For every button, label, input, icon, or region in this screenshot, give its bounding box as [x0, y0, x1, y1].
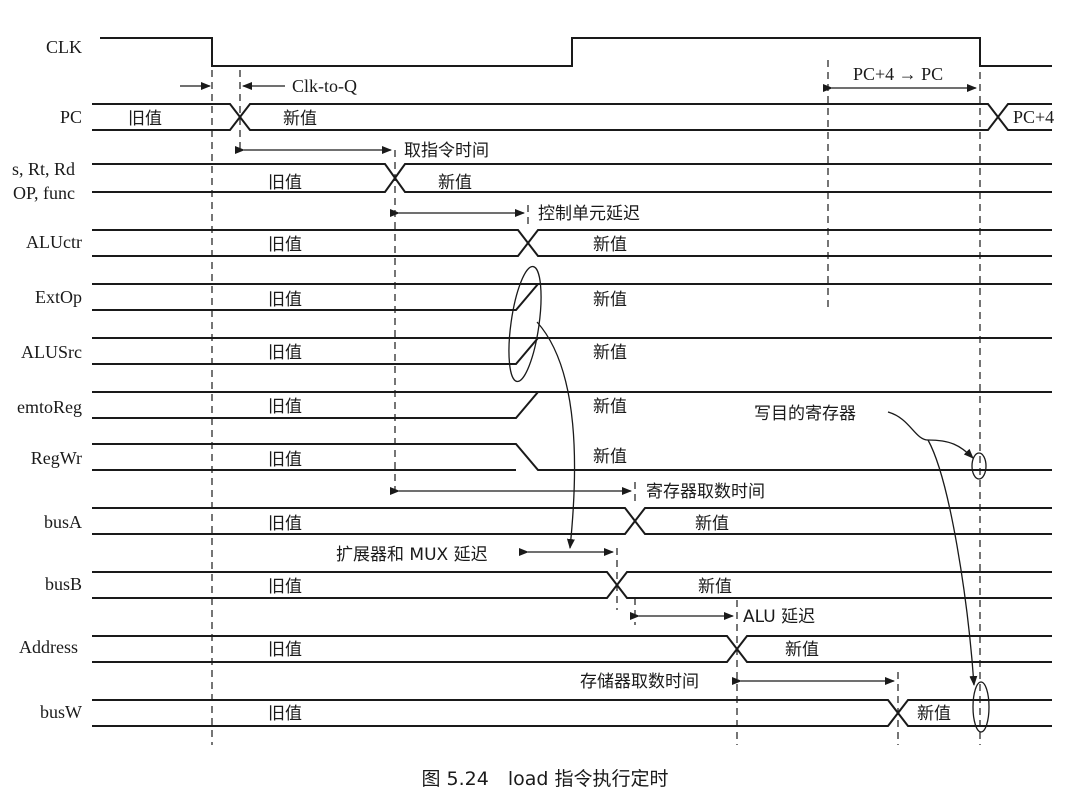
- fields-new-value: 新值: [438, 173, 472, 193]
- alusrc-old-value: 旧值: [268, 343, 302, 363]
- regfile-time-annotation: 寄存器取数时间: [390, 482, 765, 502]
- busb-old-value: 旧值: [268, 577, 302, 597]
- extop-row: ExtOp 旧值 新值: [35, 283, 1052, 311]
- clk-to-q-label: Clk-to-Q: [292, 76, 357, 96]
- pc-plus4-annotation: PC+4 → PC: [823, 64, 977, 92]
- regwr-write-ellipse: [971, 452, 987, 480]
- signal-label-busb: busB: [45, 574, 82, 594]
- address-old-value: 旧值: [268, 640, 302, 660]
- memtoreg-row: emtoReg 旧值 新值: [17, 391, 1052, 419]
- signal-label-memtoreg: emtoReg: [17, 397, 82, 417]
- signal-label-regwr: RegWr: [31, 448, 82, 468]
- clk-waveform: [100, 37, 1052, 67]
- address-new-value: 新值: [785, 640, 819, 660]
- regwr-row: RegWr 旧值 新值: [31, 443, 1052, 471]
- alusrc-new-value: 新值: [593, 343, 627, 363]
- signal-label-busa: busA: [44, 512, 82, 532]
- signal-label-extop: ExtOp: [35, 287, 82, 307]
- signal-label-rs-rt-rd: s, Rt, Rd: [12, 159, 75, 179]
- busw-old-value: 旧值: [268, 704, 302, 724]
- memory-time-label: 存储器取数时间: [580, 672, 699, 692]
- extop-new-value: 新值: [593, 290, 627, 310]
- control-delay-annotation: 控制单元延迟: [390, 204, 640, 224]
- busw-write-ellipse: [972, 681, 990, 733]
- fetch-time-label: 取指令时间: [404, 141, 489, 161]
- aluctr-old-value: 旧值: [268, 235, 302, 255]
- pc-row: PC 旧值 新值 PC+4: [60, 103, 1054, 131]
- alusrc-row: ALUSrc 旧值 新值: [21, 337, 1052, 365]
- fields-old-value: 旧值: [268, 173, 302, 193]
- pc-plus4-label: PC+4 → PC: [853, 64, 943, 84]
- regfile-time-label: 寄存器取数时间: [646, 482, 765, 502]
- busb-row: busB 旧值 新值: [45, 571, 1052, 599]
- alu-delay-annotation: ALU 延迟: [630, 607, 815, 627]
- signal-label-aluctr: ALUctr: [26, 232, 82, 252]
- write-register-annotation: 写目的寄存器: [754, 404, 990, 733]
- memtoreg-old-value: 旧值: [268, 397, 302, 417]
- signal-label-address: Address: [19, 637, 78, 657]
- figure-caption: 图 5.24 load 指令执行定时: [422, 768, 669, 790]
- address-row: Address 旧值 新值: [19, 635, 1052, 663]
- signal-label-busw: busW: [40, 702, 82, 722]
- busw-row: busW 旧值 新值: [40, 699, 1052, 727]
- regwr-new-value: 新值: [593, 447, 627, 467]
- busa-new-value: 新值: [695, 514, 729, 534]
- signal-label-op-func: OP, func: [13, 183, 75, 203]
- signal-label-pc: PC: [60, 107, 82, 127]
- signal-label-clk: CLK: [46, 37, 82, 57]
- memtoreg-new-value: 新值: [593, 397, 627, 417]
- clk-to-q-annotation: Clk-to-Q: [180, 76, 357, 96]
- pc-old-value: 旧值: [128, 109, 162, 129]
- aluctr-row: ALUctr 旧值 新值: [26, 229, 1052, 257]
- write-register-label: 写目的寄存器: [754, 404, 856, 424]
- timing-reference-lines: [211, 60, 981, 745]
- ext-mux-delay-annotation: 扩展器和 MUX 延迟: [336, 545, 614, 565]
- memory-time-annotation: 存储器取数时间: [580, 672, 895, 692]
- control-delay-label: 控制单元延迟: [538, 204, 640, 224]
- signal-label-alusrc: ALUSrc: [21, 342, 82, 362]
- busa-old-value: 旧值: [268, 514, 302, 534]
- pc-new-value: 新值: [283, 109, 317, 129]
- ext-mux-delay-label: 扩展器和 MUX 延迟: [336, 545, 488, 565]
- alu-delay-label: ALU 延迟: [743, 607, 815, 627]
- pc-next-value: PC+4: [1013, 107, 1054, 127]
- aluctr-new-value: 新值: [593, 235, 627, 255]
- control-signals-ellipse: [508, 265, 576, 549]
- clk-row: CLK: [46, 37, 1052, 67]
- busb-new-value: 新值: [698, 577, 732, 597]
- regwr-old-value: 旧值: [268, 450, 302, 470]
- extop-old-value: 旧值: [268, 290, 302, 310]
- instruction-fields-row: s, Rt, Rd OP, func 旧值 新值: [12, 159, 1052, 203]
- fetch-time-annotation: 取指令时间: [235, 141, 489, 161]
- busa-row: busA 旧值 新值: [44, 507, 1052, 535]
- busw-new-value: 新值: [917, 704, 951, 724]
